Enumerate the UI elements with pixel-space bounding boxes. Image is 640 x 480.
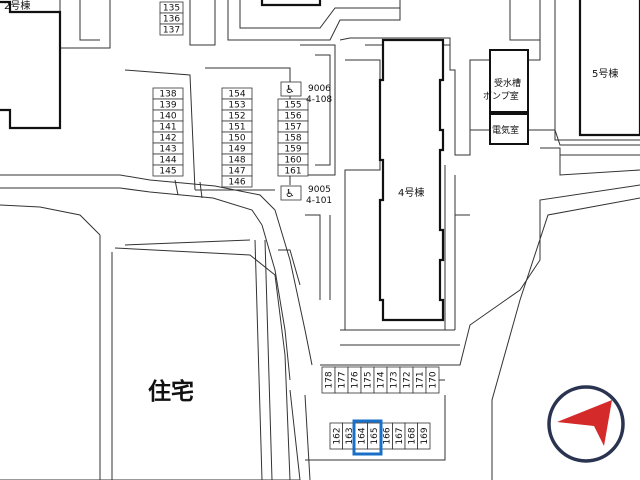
parking-space-number: 147: [228, 167, 245, 177]
parking-space-number: 177: [338, 371, 348, 388]
wheelchair-icon: ♿: [285, 187, 295, 200]
parking-space-number: 155: [284, 101, 301, 111]
top-outlines: [59, 0, 640, 346]
north-arrow-icon: [557, 400, 612, 446]
parking-space-number: 148: [228, 156, 245, 166]
parking-space-number: 172: [403, 371, 413, 388]
parking-space-number: 143: [159, 145, 176, 155]
parking-space-number: 167: [395, 427, 405, 444]
parking-space-number: 160: [284, 156, 301, 166]
building-top-center: [260, 0, 322, 7]
electric-room: 電気室: [489, 113, 529, 145]
accessible-space-1: ♿ 9006 4-108: [280, 81, 332, 105]
parking-space-number: 176: [351, 371, 361, 388]
parking-space-number: 164: [357, 427, 367, 444]
parking-space-number: 157: [284, 123, 301, 133]
building-4: 4号棟: [378, 38, 445, 322]
building-2-label: 2号棟: [4, 0, 30, 12]
building-5: 5号棟: [578, 0, 640, 137]
parking-space-number: 163: [345, 427, 355, 444]
water-pump-label-2: ポンプ室: [483, 90, 519, 102]
parking-space-number: 145: [159, 167, 176, 177]
parking-space: [159, 23, 184, 36]
parking-space-number: 154: [228, 90, 245, 100]
parking-space-number: 178: [325, 371, 335, 388]
parking-space-number: 141: [159, 123, 176, 133]
parking-space-number: 150: [228, 134, 245, 144]
parking-space-number: 152: [228, 112, 245, 122]
accessible-space-2: ♿ 9005 4-101: [280, 185, 332, 206]
parking-space-number: 139: [159, 101, 176, 111]
parking-space-number: 146: [228, 178, 245, 188]
parking-space: [221, 175, 253, 188]
accessible-sub-1: 4-108: [306, 95, 332, 105]
water-pump-room: 受水槽 ポンプ室: [483, 49, 529, 113]
parking-space-number: 169: [420, 427, 430, 444]
building-2: 2号棟: [0, 0, 62, 130]
parking-space: [425, 366, 440, 394]
parking-space-number: 136: [163, 15, 180, 25]
parking-space-number: 151: [228, 123, 245, 133]
parking-space-number: 171: [416, 371, 426, 388]
parking-space-number: 137: [163, 26, 180, 36]
parking-space-number: 161: [284, 167, 301, 177]
parking-space-number: 140: [159, 112, 176, 122]
parking-space-number: 135: [163, 4, 180, 14]
parking-space: [417, 422, 431, 450]
parking-space-number: 175: [364, 371, 374, 388]
electric-room-label: 電気室: [492, 124, 519, 136]
parking-space-number: 162: [332, 427, 342, 444]
parking-space-number: 170: [429, 371, 439, 388]
parking-space-number: 156: [284, 112, 301, 122]
building-5-label: 5号棟: [592, 67, 618, 80]
highlighted-space-164[interactable]: [352, 419, 383, 456]
water-pump-label-1: 受水槽: [494, 77, 521, 89]
parking-space: [152, 164, 184, 177]
parking-space-number: 142: [159, 134, 176, 144]
parking-space-number: 149: [228, 145, 245, 155]
parking-space-number: 166: [382, 427, 392, 444]
parking-space-number: 144: [159, 156, 176, 166]
parking-space-number: 165: [370, 427, 380, 444]
accessible-id-1: 9006: [308, 84, 331, 94]
parking-space: [277, 164, 309, 177]
accessible-id-2: 9005: [308, 185, 331, 195]
parking-space-number: 158: [284, 134, 301, 144]
parking-space-number: 153: [228, 101, 245, 111]
parking-space-number: 173: [390, 371, 400, 388]
parking-space-number: 168: [407, 427, 417, 444]
building-4-label: 4号棟: [398, 186, 424, 199]
parking-space-number: 174: [377, 371, 387, 388]
accessible-sub-2: 4-101: [306, 196, 332, 206]
residential-area-label: 住宅: [148, 378, 194, 405]
wheelchair-icon: ♿: [285, 83, 295, 96]
parking-space-number: 159: [284, 145, 301, 155]
parking-space-number: 138: [159, 90, 176, 100]
compass: [547, 385, 625, 463]
